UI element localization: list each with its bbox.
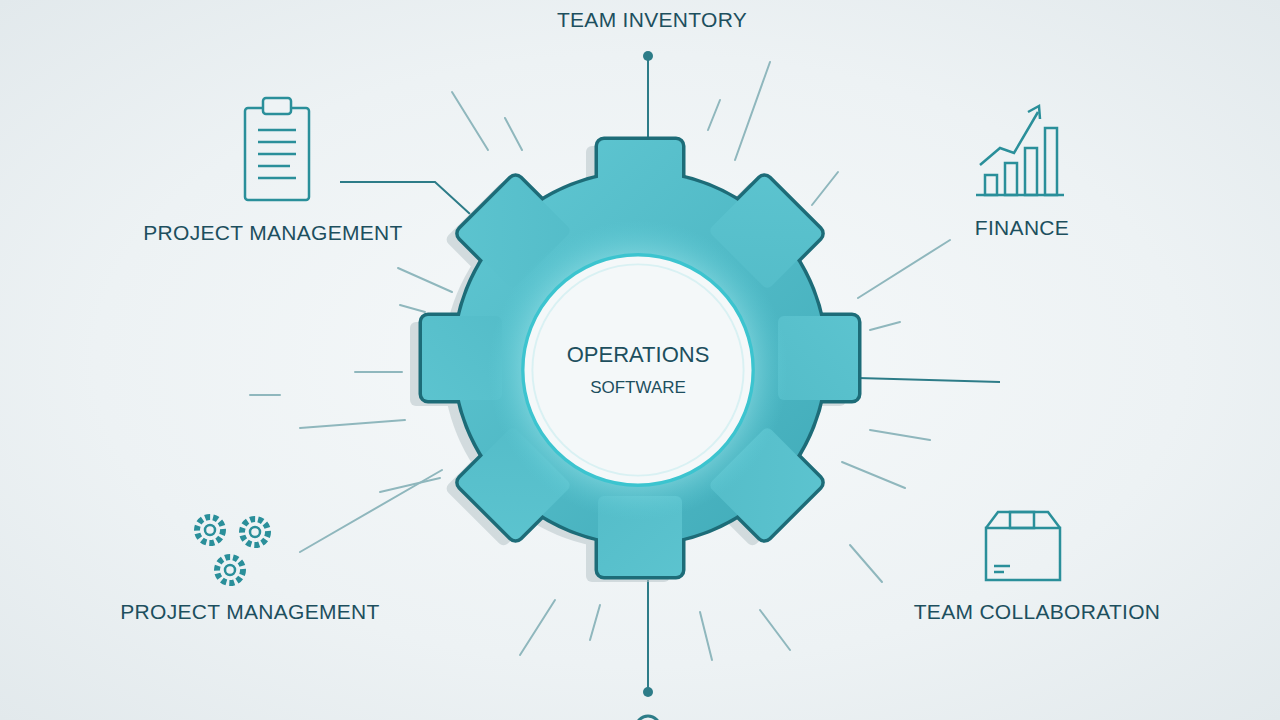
ray-lines — [250, 62, 950, 660]
gears-icon — [197, 517, 268, 583]
hub-circle: OPERATIONS SOFTWARE — [518, 250, 758, 490]
category-label: PROJECT MANAGEMENT — [120, 600, 379, 624]
category-label: TEAM INVENTORY — [557, 8, 747, 32]
box-icon — [986, 512, 1060, 580]
chart-icon — [976, 106, 1064, 195]
clipboard-icon — [245, 98, 309, 200]
hub-subtitle: SOFTWARE — [590, 378, 686, 398]
partial-ring — [636, 716, 660, 720]
hub-ring — [518, 250, 758, 490]
category-label: PROJECT MANAGEMENT — [143, 221, 402, 245]
category-label: TEAM COLLABORATION — [914, 600, 1161, 624]
hub-title: OPERATIONS — [567, 342, 710, 368]
leader-lines — [340, 58, 1000, 688]
gear — [410, 140, 858, 582]
category-label: FINANCE — [975, 216, 1069, 240]
